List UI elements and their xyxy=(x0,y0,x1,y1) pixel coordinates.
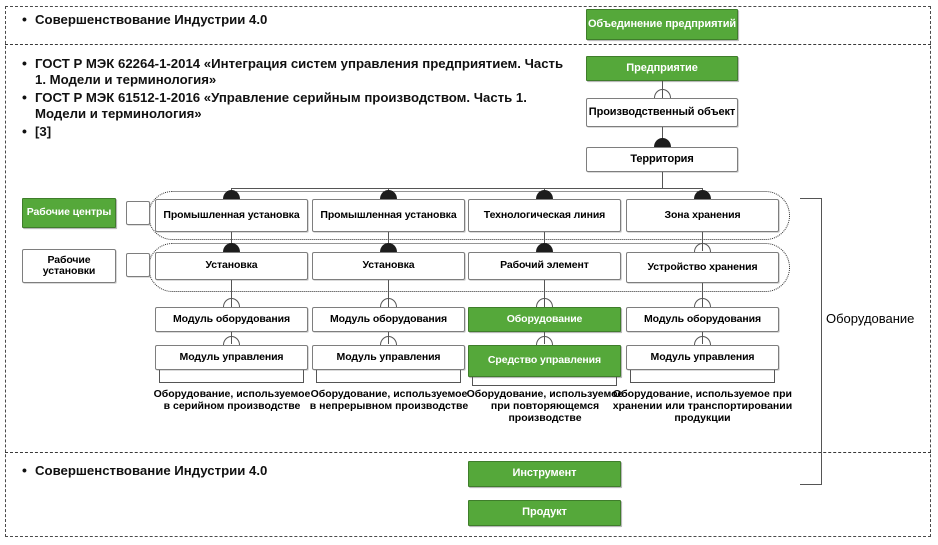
equipment-group-label: Оборудование xyxy=(826,311,915,326)
col3-link-wc-wu xyxy=(544,232,545,251)
col4-composition-cap-wc xyxy=(694,190,711,199)
standard-item-1: ГОСТ Р МЭК 62264-1-2014 «Интеграция сист… xyxy=(20,55,565,88)
col4-link-wu-em xyxy=(702,283,703,307)
bus-drop xyxy=(662,172,663,188)
bus-horizontal xyxy=(231,188,702,189)
col3-composition-cap-wc xyxy=(536,190,553,199)
col1-link-wc-wu xyxy=(231,232,232,251)
node-enterprise-group[interactable]: Объединение предприятий xyxy=(586,9,738,40)
top-banner-bullets: Совершенствование Индустрии 4.0 xyxy=(20,11,560,30)
col1-node-work-unit[interactable]: Установка xyxy=(155,252,308,280)
col1-composition-cap-wc xyxy=(223,190,240,199)
col3-node-work-unit[interactable]: Рабочий элемент xyxy=(468,252,621,280)
col3-caption: Оборудование, используемое при повторяющ… xyxy=(466,388,624,425)
col1-link-wu-em xyxy=(231,280,232,307)
node-area[interactable]: Территория xyxy=(586,147,738,172)
col2-node-work-unit[interactable]: Установка xyxy=(312,252,465,280)
equipment-group-bracket xyxy=(800,198,822,485)
col3-composition-cap-wu xyxy=(536,243,553,252)
outer-dashed-frame xyxy=(5,6,931,537)
node-product[interactable]: Продукт xyxy=(468,500,621,526)
col2-bracket xyxy=(316,370,461,383)
label-work-units[interactable]: Рабочие установки xyxy=(22,249,116,283)
col2-node-control-module[interactable]: Модуль управления xyxy=(312,345,465,370)
standard-item-2: ГОСТ Р МЭК 61512-1-2016 «Управление сери… xyxy=(20,89,565,122)
col4-node-control-module[interactable]: Модуль управления xyxy=(626,345,779,370)
divider-bottom xyxy=(5,452,931,453)
col3-node-control-module[interactable]: Средство управления xyxy=(468,345,621,377)
col2-link-wc-wu xyxy=(388,232,389,251)
top-banner-text: Совершенствование Индустрии 4.0 xyxy=(20,11,560,28)
col1-caption: Оборудование, используемое в серийном пр… xyxy=(153,388,311,413)
col4-caption: Оборудование, используемое при хранении … xyxy=(612,388,793,425)
col2-composition-cap-wc xyxy=(380,190,397,199)
col4-node-work-center[interactable]: Зона хранения xyxy=(626,199,779,232)
stub-work-units xyxy=(126,253,150,277)
standards-bullets: ГОСТ Р МЭК 62264-1-2014 «Интеграция сист… xyxy=(20,55,565,142)
col1-composition-cap-wu xyxy=(223,243,240,252)
col2-node-work-center[interactable]: Промышленная установка xyxy=(312,199,465,232)
col1-node-equipment-module[interactable]: Модуль оборудования xyxy=(155,307,308,332)
col3-node-equipment-module[interactable]: Оборудование xyxy=(468,307,621,332)
col3-node-work-center[interactable]: Технологическая линия xyxy=(468,199,621,232)
col2-node-equipment-module[interactable]: Модуль оборудования xyxy=(312,307,465,332)
col1-node-work-center[interactable]: Промышленная установка xyxy=(155,199,308,232)
col2-composition-cap-wu xyxy=(380,243,397,252)
col4-bracket xyxy=(630,370,775,383)
node-tool[interactable]: Инструмент xyxy=(468,461,621,487)
node-enterprise[interactable]: Предприятие xyxy=(586,56,738,81)
label-work-centers[interactable]: Рабочие центры xyxy=(22,198,116,228)
col4-node-work-unit[interactable]: Устройство хранения xyxy=(626,252,779,283)
col1-node-control-module[interactable]: Модуль управления xyxy=(155,345,308,370)
bottom-banner-bullets: Совершенствование Индустрии 4.0 xyxy=(20,462,480,481)
divider-top xyxy=(5,44,931,45)
col2-link-wu-em xyxy=(388,280,389,307)
standard-item-3: [3] xyxy=(20,123,565,140)
node-site[interactable]: Производственный объект xyxy=(586,98,738,127)
bottom-banner-text: Совершенствование Индустрии 4.0 xyxy=(20,462,480,479)
col4-link-wc-wu xyxy=(702,232,703,251)
link-site-area xyxy=(662,127,663,147)
composition-cap-area xyxy=(654,138,671,147)
stub-work-centers xyxy=(126,201,150,225)
col3-link-wu-em xyxy=(544,280,545,307)
col1-bracket xyxy=(159,370,304,383)
col2-caption: Оборудование, используемое в непрерывном… xyxy=(309,388,469,413)
col4-node-equipment-module[interactable]: Модуль оборудования xyxy=(626,307,779,332)
col3-bracket xyxy=(472,377,617,386)
